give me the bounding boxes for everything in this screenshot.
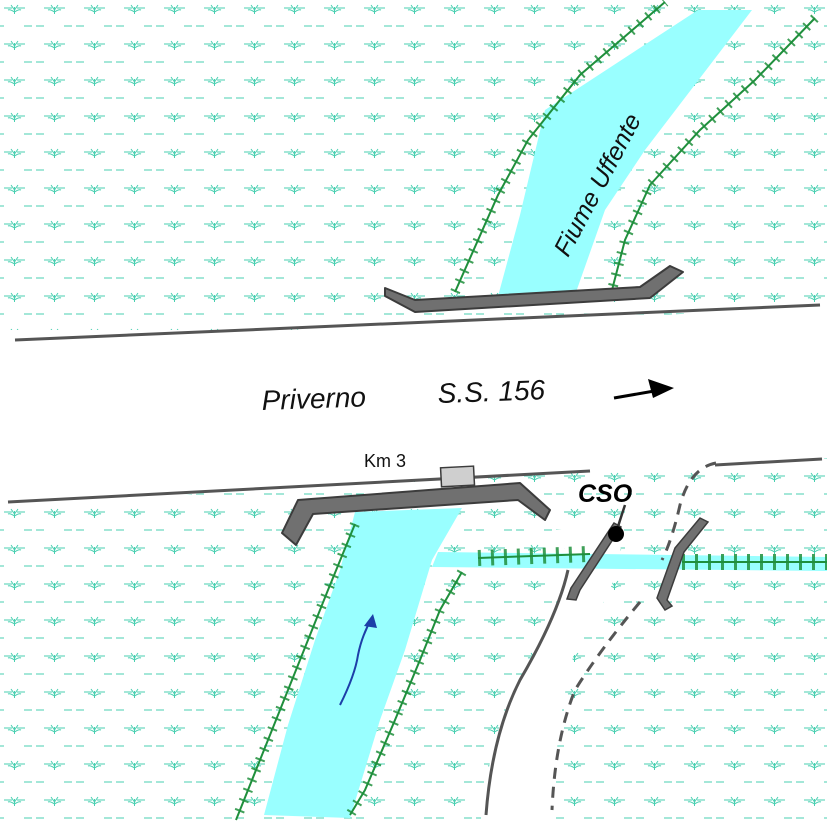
channel-corridor	[480, 525, 621, 827]
tributary-bank-west	[477, 546, 591, 566]
arrow-right-icon	[613, 379, 674, 400]
river-south-bank-west	[231, 522, 360, 822]
channel-edge-west	[484, 569, 570, 816]
outfall-point-icon	[608, 526, 624, 542]
km-marker-label: Km 3	[364, 451, 406, 471]
river-north-bank-west	[450, 0, 669, 295]
cso-label: CSO	[578, 480, 633, 508]
road-edge-south-east	[714, 457, 823, 467]
bridge-north	[384, 265, 684, 313]
river-south-bank-east	[345, 569, 467, 818]
river-north-bank-east	[607, 14, 819, 292]
road-corridor	[0, 308, 827, 505]
river-south-water	[264, 508, 462, 818]
culvert-wall-east	[656, 517, 710, 611]
channel-edge-east-lower	[550, 601, 642, 811]
channel-edge-east-upper	[660, 461, 717, 561]
river-north-water	[497, 10, 752, 300]
road-town-label: Priverno	[261, 381, 366, 416]
road-code-label: S.S. 156	[437, 374, 546, 409]
road-edge-south-west	[7, 469, 591, 504]
bridge-south	[281, 482, 551, 546]
flow-arrow-icon	[339, 614, 377, 706]
km-marker-box	[439, 465, 476, 488]
road-edge-north	[14, 303, 821, 342]
